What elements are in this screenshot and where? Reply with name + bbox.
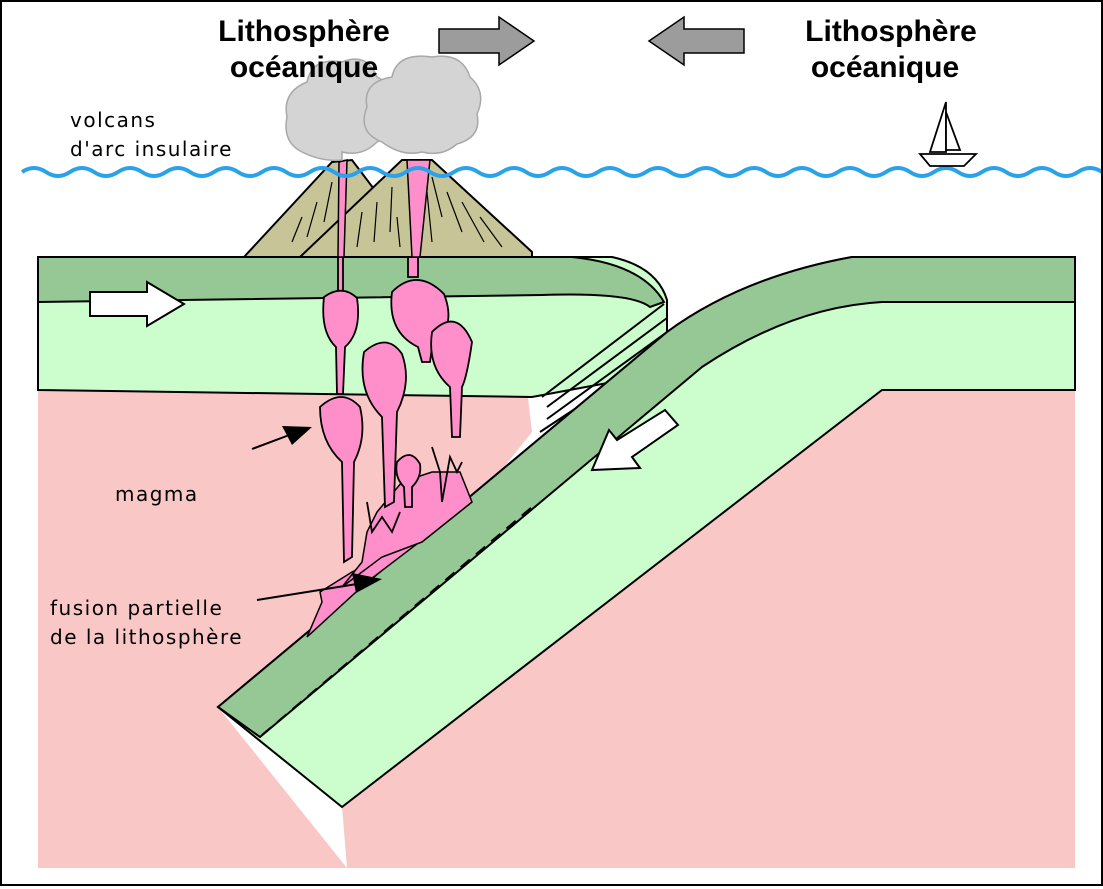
right-plate-label-line2: océanique xyxy=(811,51,959,84)
fusion-label-line1: fusion partielle xyxy=(50,596,223,620)
volcano-label-line2: d'arc insulaire xyxy=(70,137,233,161)
magma-label: magma xyxy=(115,482,199,506)
volcano-label-line1: volcans xyxy=(70,108,156,132)
sailboat-icon xyxy=(920,102,976,166)
left-plate-label-line1: Lithosphère xyxy=(218,15,390,48)
smoke-cloud-right xyxy=(364,56,481,153)
right-plate-label-line1: Lithosphère xyxy=(805,15,977,48)
fusion-label-line2: de la lithosphère xyxy=(50,625,243,649)
gray-arrow-left xyxy=(649,17,744,65)
left-plate-label-line2: océanique xyxy=(230,51,378,84)
sea-surface xyxy=(22,168,1101,176)
